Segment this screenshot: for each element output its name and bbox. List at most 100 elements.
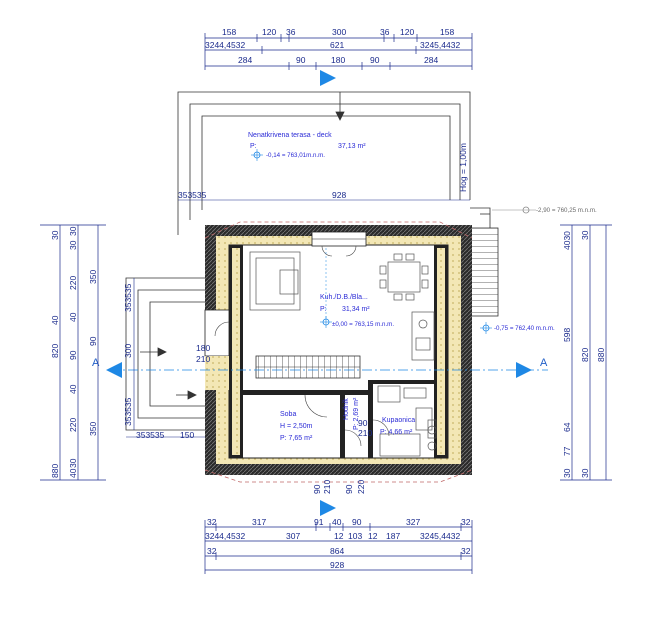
dim-top-r2-3: 3245,4432 <box>420 40 460 50</box>
dim-left-c1: 350 <box>88 270 98 284</box>
dim-right-b3: 30 <box>580 468 590 478</box>
dim-right-b1: 30 <box>580 230 590 240</box>
dim-bottom-r2-1: 3244,4532 <box>205 531 245 541</box>
dim-left-b5: 90 <box>68 350 78 360</box>
dim-left-c3: 350 <box>88 422 98 436</box>
dim-left-b4: 40 <box>68 312 78 322</box>
door-height-bath: 220 <box>356 480 366 494</box>
dim-right-a5: 30 <box>562 468 572 478</box>
dim-left-b8: 30 <box>68 458 78 468</box>
bottom-dimension-text: 32 317 91 40 90 327 32 3244,4532 307 12 … <box>205 517 471 570</box>
dim-top-r3-1: 284 <box>238 55 252 65</box>
living-furniture <box>249 251 301 311</box>
section-arrow-top <box>320 70 336 86</box>
dim-bottom-r2-4: 103 <box>348 531 362 541</box>
kitchen-name: Kuh./D.B./Bla... <box>320 294 368 301</box>
left-dimension-text: 30 40 820 880 30 30 220 40 90 40 220 30 … <box>50 226 98 478</box>
dim-left-b9: 40 <box>68 468 78 478</box>
section-label-left: A <box>92 357 100 369</box>
dim-bottom-7: 32 <box>461 517 471 527</box>
bottom-dimension-lines <box>204 520 473 574</box>
kitchen-area: 31,34 m² <box>342 306 370 313</box>
dim-right-a2: 598 <box>562 328 572 342</box>
dim-bottom-1: 32 <box>207 517 217 527</box>
room-height: H = 2,50m <box>280 423 313 430</box>
dim-left-b7: 220 <box>68 418 78 432</box>
dim-annex-150: 150 <box>180 430 194 440</box>
dim-bottom-r3-2: 864 <box>330 546 344 556</box>
dim-bottom-r2-5: 12 <box>368 531 378 541</box>
terrace-area-prefix: P: <box>250 143 257 150</box>
right-dimension-text: 4030 598 64 77 30 30 820 30 880 <box>562 230 606 478</box>
dim-top-5: 36 <box>380 27 390 37</box>
door-height-room: 210 <box>322 480 332 494</box>
dim-right-a1: 4030 <box>562 231 572 250</box>
door-width-hall: 90 <box>358 418 368 428</box>
dim-left-b3: 220 <box>68 276 78 290</box>
dim-bottom-r3-3: 32 <box>461 546 471 556</box>
dim-left-b6: 40 <box>68 384 78 394</box>
bathroom-fixtures <box>377 385 437 457</box>
dim-left-a2: 40 <box>50 315 60 325</box>
kitchen-area-prefix: P: <box>320 306 327 313</box>
dim-top-2: 120 <box>262 27 276 37</box>
dim-top-6: 120 <box>400 27 414 37</box>
dining-table <box>379 253 429 301</box>
dim-right-b2: 820 <box>580 348 590 362</box>
dim-bottom-3: 91 <box>314 517 324 527</box>
dim-bottom-2: 317 <box>252 517 266 527</box>
railing-height: Hog = 1,00m <box>458 143 468 192</box>
interior-partitions <box>243 380 435 458</box>
section-arrow-bottom <box>320 500 336 516</box>
dim-left-b1: 30 <box>68 226 78 236</box>
annex-dimension-lines <box>126 278 205 438</box>
door-width-bath: 90 <box>344 484 354 494</box>
dim-bottom-r2-2: 307 <box>286 531 300 541</box>
dim-top-r2-1: 3244,4532 <box>205 40 245 50</box>
room-name: Soba <box>280 411 296 418</box>
terrace-outline <box>177 91 471 235</box>
entrance-door <box>311 231 367 257</box>
door-height-hall: 210 <box>358 428 372 438</box>
hall-area: P: 2,69 m² <box>353 397 360 430</box>
terrace-name: Nenatkrivena terasa - deck <box>248 132 332 139</box>
dim-right-a3: 64 <box>562 422 572 432</box>
dim-left-c2: 90 <box>88 336 98 346</box>
dim-top-4: 300 <box>332 27 346 37</box>
left-dimension-lines <box>40 224 106 481</box>
dim-annex-3: 353535 <box>123 397 133 426</box>
right-dimension-lines <box>560 224 612 481</box>
dim-annex-2: 300 <box>123 344 133 358</box>
terrace-side-dim: 353535 <box>178 190 207 200</box>
dim-left-a1: 30 <box>50 230 60 240</box>
top-dimension-lines <box>204 33 473 70</box>
kitchen-level: ±0,00 = 763,15 m.n.m. <box>332 321 394 328</box>
door-height-left: 210 <box>196 354 210 364</box>
dim-annex-1: 353535 <box>123 283 133 312</box>
outside-level: -2,90 = 760,25 m.n.m. <box>536 207 597 214</box>
bath-name: Kupaonica <box>382 417 415 424</box>
dim-left-b2: 30 <box>68 240 78 250</box>
room-area: P: 7,65 m² <box>280 435 313 442</box>
dim-top-7: 158 <box>440 27 454 37</box>
dim-bottom-r4-1: 928 <box>330 560 344 570</box>
dim-top-1: 158 <box>222 27 236 37</box>
left-annex <box>125 277 205 431</box>
dim-top-r3-2: 90 <box>296 55 306 65</box>
bath-area: P: 4,66 m² <box>380 429 413 436</box>
dim-bottom-r2-7: 3245,4432 <box>420 531 460 541</box>
section-arrow-right <box>516 362 532 378</box>
dim-bottom-4: 40 <box>332 517 342 527</box>
dim-top-r3-3: 180 <box>331 55 345 65</box>
dim-top-r3-5: 284 <box>424 55 438 65</box>
exterior-stairs <box>469 207 499 317</box>
terrace-width-dim: 928 <box>332 190 346 200</box>
dim-right-a4: 77 <box>562 446 572 456</box>
section-label-right: A <box>540 357 548 369</box>
hall-name: Hodnik <box>343 398 350 420</box>
dim-bottom-r2-6: 187 <box>386 531 400 541</box>
dim-bottom-5: 90 <box>352 517 362 527</box>
terrace-area: 37,13 m² <box>338 143 366 150</box>
